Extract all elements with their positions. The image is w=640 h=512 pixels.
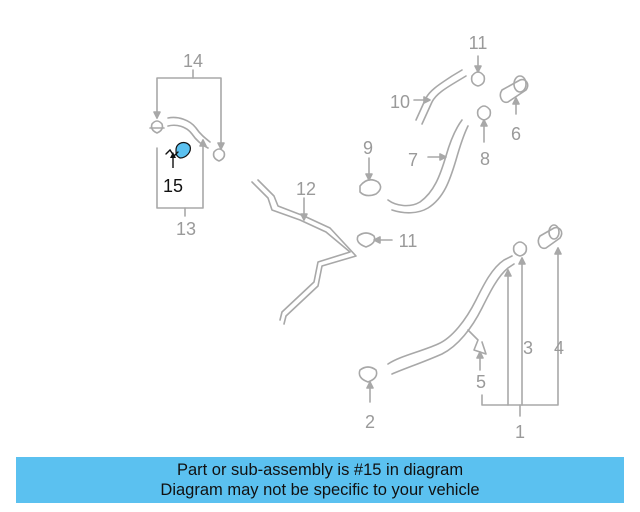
- fitting-4: [537, 224, 563, 250]
- callout-5: 5: [476, 372, 486, 392]
- clamp-8: [476, 105, 492, 143]
- fitting-6: [499, 75, 529, 115]
- callout-14: 14: [183, 51, 203, 71]
- clamp-11-upper: [470, 55, 486, 87]
- callout-8: 8: [480, 149, 490, 169]
- clamp-3: [512, 241, 528, 257]
- clamp-11-lower: [356, 232, 393, 248]
- callout-11-lower: 11: [399, 231, 418, 251]
- callout-13: 13: [176, 219, 196, 239]
- callout-9: 9: [363, 138, 373, 158]
- hose-13: [167, 116, 211, 149]
- banner-line-2: Diagram may not be specific to your vehi…: [160, 481, 480, 499]
- info-banner: Part or sub-assembly is #15 in diagram D…: [16, 457, 624, 503]
- clamp-14-right: [212, 148, 226, 162]
- clamp-2: [358, 366, 378, 403]
- callout-10: 10: [390, 92, 410, 112]
- callout-1: 1: [515, 422, 525, 442]
- bracket-5: [467, 329, 487, 371]
- bracket-14: [153, 69, 225, 150]
- callout-6: 6: [511, 124, 521, 144]
- callout-15: 15: [163, 176, 183, 196]
- callout-11-upper: 11: [469, 33, 488, 53]
- callout-4: 4: [554, 338, 564, 358]
- callout-7: 7: [408, 150, 418, 170]
- bracket-1: [481, 247, 562, 417]
- hose-7: [387, 119, 469, 214]
- hose-1: [387, 255, 515, 375]
- pipe-12: [251, 179, 357, 325]
- callout-2: 2: [365, 412, 375, 432]
- parts-diagram: 1 2 3 4 5 6 7 8 9 10 11 11 12 13 14 15: [149, 33, 564, 442]
- clamp-9: [359, 157, 382, 197]
- part-15-highlight: [165, 141, 191, 168]
- banner-line-1: Part or sub-assembly is #15 in diagram: [176, 461, 464, 479]
- callout-3: 3: [523, 338, 533, 358]
- clamp-14-left: [149, 120, 165, 134]
- callout-12: 12: [296, 179, 316, 199]
